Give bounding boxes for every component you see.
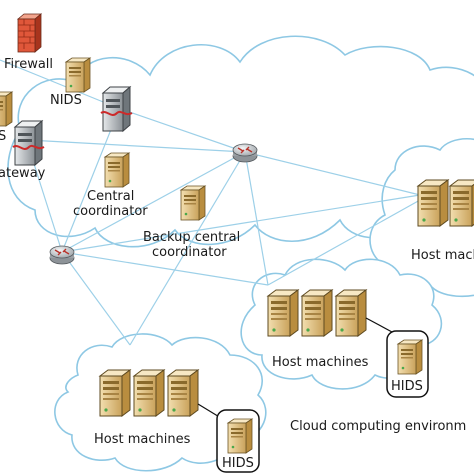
gateway-icon <box>12 120 45 166</box>
server-icon <box>417 179 449 227</box>
host-machines-middle-label: Host machines <box>272 355 369 370</box>
host-machines-bottom-label: Host machines <box>94 432 191 447</box>
network-links <box>0 59 421 346</box>
backup-coordinator-label-2: coordinator <box>152 245 227 260</box>
gateway-label: ateway <box>0 166 46 181</box>
hids-middle-label: HIDS <box>391 379 423 394</box>
server-icon <box>104 152 130 188</box>
server-icon <box>0 91 13 127</box>
server-icon <box>167 369 199 417</box>
host-machines-middle <box>267 289 367 337</box>
host-machines-right-label: Host machi <box>411 248 474 263</box>
server-icon <box>397 339 423 375</box>
server-icon <box>227 418 253 454</box>
hids-box-middle: HIDS <box>386 330 429 398</box>
gateway-icon <box>100 86 133 132</box>
router-icon <box>49 245 75 265</box>
hids-box-bottom: HIDS <box>216 409 260 473</box>
server-icon <box>133 369 165 417</box>
cloud-environment-label: Cloud computing environm <box>290 419 466 434</box>
server-icon <box>335 289 367 337</box>
server-icon <box>301 289 333 337</box>
host-machines-bottom <box>99 369 199 417</box>
server-icon <box>99 369 131 417</box>
backup-coordinator-label-1: Backup central <box>143 230 240 245</box>
nids-left-label: S <box>0 129 6 144</box>
central-coordinator-label-2: coordinator <box>73 204 148 219</box>
firewall-icon <box>16 13 43 53</box>
central-coordinator-label-1: Central <box>87 189 134 204</box>
server-icon <box>449 179 474 227</box>
nids-label: NIDS <box>50 93 82 108</box>
hids-bottom-label: HIDS <box>222 456 254 471</box>
host-machines-right <box>417 179 474 227</box>
router-icon <box>232 143 258 163</box>
server-icon <box>65 57 91 93</box>
server-icon <box>180 185 206 221</box>
server-icon <box>267 289 299 337</box>
firewall-label: Firewall <box>4 57 53 72</box>
